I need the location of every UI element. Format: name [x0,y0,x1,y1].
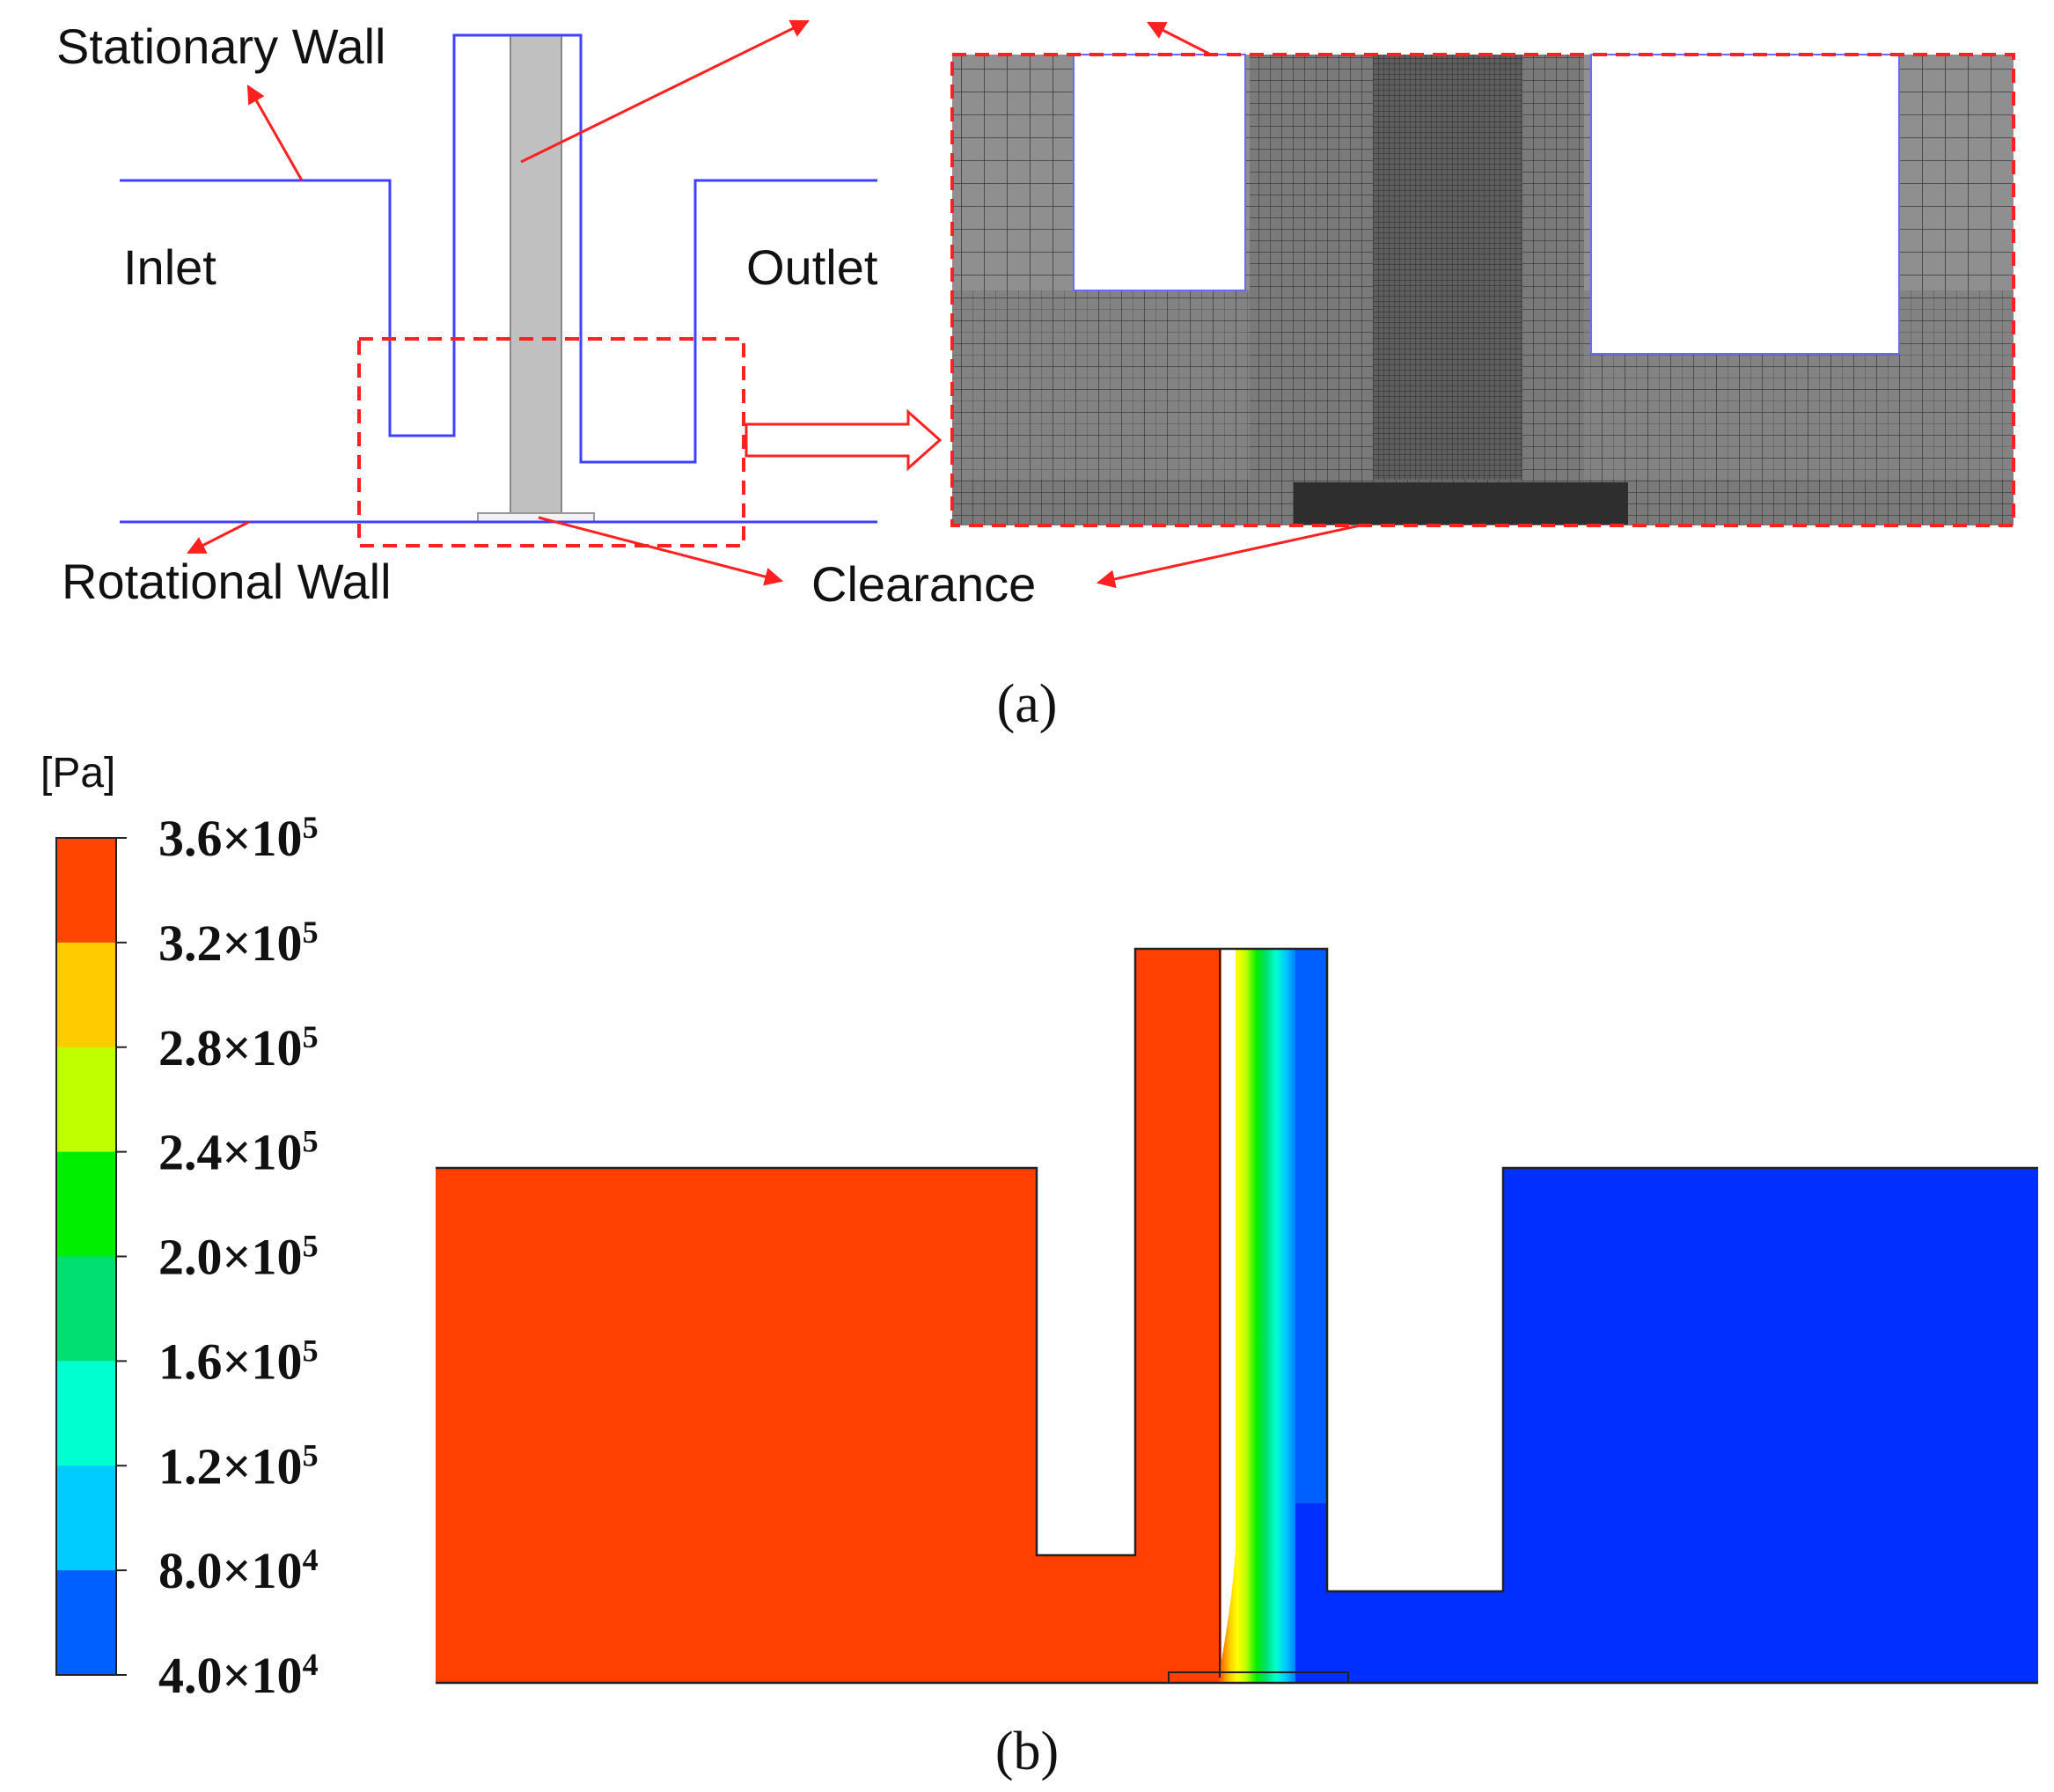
rotational-wall-arrow [187,520,250,554]
zoom-region-box [357,337,745,547]
colorbar-ticks: 3.6×105 3.2×105 2.8×105 2.4×105 2.0×105 1.6×1… [116,810,319,1704]
panel-b-caption: (b) [995,1722,1059,1781]
contour-plot [436,947,2038,1685]
colorbar-band [56,1465,116,1571]
colorbar-band [56,1570,116,1676]
clearance-box [1168,1671,1349,1684]
colorbar-band [56,838,116,944]
panel-a-schematic: Stationary Wall Inlet Outlet Rotational … [56,18,2015,734]
seal-tooth [510,34,562,516]
colorbar [55,837,117,1676]
high-pressure-region [436,949,1221,1683]
low-pressure-lighter-zone [1295,949,1327,1503]
stationary-wall-profile [120,33,877,464]
colorbar-band [56,1047,116,1153]
colorbar-tick-label: 4.0×104 [158,1647,319,1704]
panel-a-caption: (a) [997,674,1058,734]
pressure-gradient-band [1218,949,1295,1683]
inlet-label: Inlet [123,239,216,295]
clearance-label: Clearance [811,556,1036,612]
outlet-label: Outlet [746,239,878,295]
clearance-arrow-left [538,516,784,586]
low-pressure-region [1295,949,2038,1683]
mesh-detail-frame [950,53,2015,527]
contour-outline [436,947,2038,1593]
mesh-detail-view [950,53,2015,527]
mesh-solid-right [1590,54,1900,355]
colorbar-tick-label: 2.4×105 [158,1124,319,1181]
colorbar-tick-label: 3.2×105 [158,914,319,972]
colorbar-tick-label: 3.6×105 [158,810,319,867]
tooth-arrow [520,19,810,164]
colorbar-tick-label: 2.0×105 [158,1229,319,1286]
colorbar-tick-label: 1.2×105 [158,1437,319,1495]
zoom-arrow-icon [745,408,943,472]
colorbar-band [56,1361,116,1466]
colorbar-tick-label: 2.8×105 [158,1019,319,1076]
rotational-wall-label: Rotational Wall [62,554,392,609]
colorbar-unit: [Pa] [40,750,115,797]
stationary-wall-arrow [246,84,304,181]
stationary-wall-label: Stationary Wall [56,18,386,74]
colorbar-band [56,1256,116,1362]
colorbar-band [56,1151,116,1257]
colorbar-tick-label: 1.6×105 [158,1333,319,1390]
colorbar-tick-label: 8.0×104 [158,1542,319,1599]
colorbar-band [56,942,116,1048]
mesh-solid-left [1073,54,1246,291]
panel-b-pressure-contour: [Pa] 3.6×105 3.2×105 2.8×105 2.4×105 2.0×105… [40,750,2038,1781]
